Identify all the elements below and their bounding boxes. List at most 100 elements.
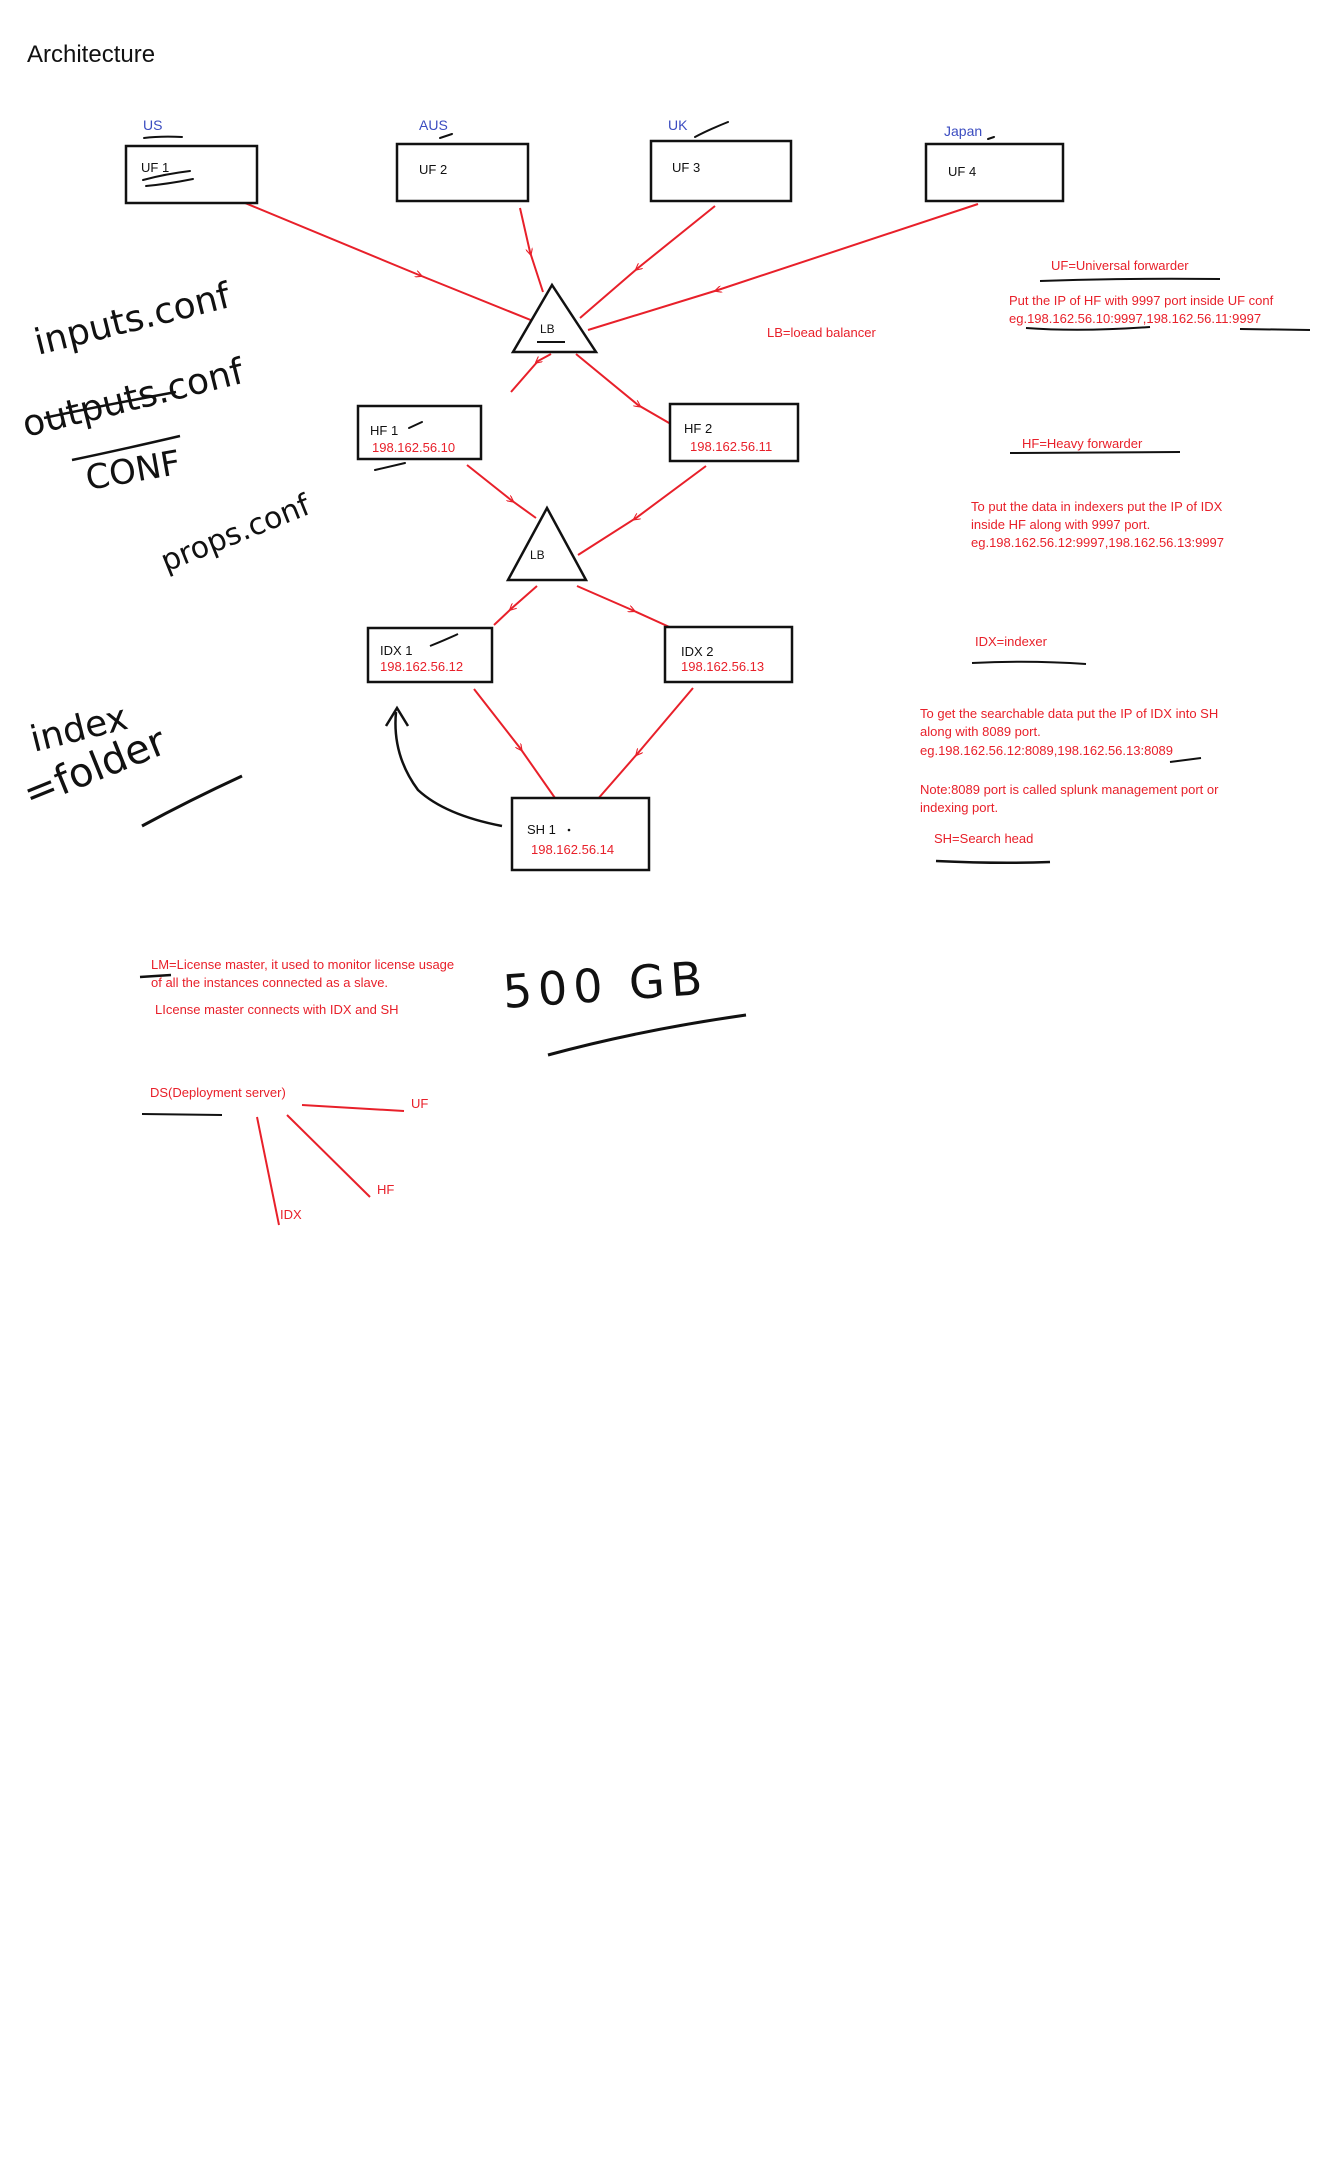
uf2-label: UF 2 [419,162,447,177]
note-uf-conf-underline-1 [1025,326,1151,331]
uf4-label: UF 4 [948,164,976,179]
idx2-node [663,625,794,684]
region-label-us: US [143,117,162,133]
edge-ds-idx [256,1116,280,1226]
hand-outputs-strike [43,390,177,420]
edge-uf1-lb1 [244,202,549,328]
uf4-node [924,142,1065,203]
note-lb-def: LB=loead balancer [767,325,876,340]
lb1-label: LB [540,322,555,336]
note-sh-def: SH=Search head [934,831,1033,846]
note-port-2: indexing port. [920,800,998,815]
lb1-node [510,282,599,354]
hand-500gb: 500 GB [501,951,710,1019]
note-ds-idx: IDX [280,1207,302,1222]
edge-lb2-idx1 [493,585,538,626]
region-label-aus: AUS [419,117,448,133]
sh-to-idx-arrow [394,711,503,828]
note-lm-1: LM=License master, it used to monitor li… [151,957,454,972]
note-sh-conf-underline [1169,757,1202,763]
note-idx-def: IDX=indexer [975,634,1048,649]
idx2-name: IDX 2 [681,644,714,659]
hf1-mark [408,421,423,429]
edge-uf4-lb1 [587,203,979,331]
hf2-name: HF 2 [684,421,712,436]
idx2-ip: 198.162.56.13 [681,659,764,674]
edge-uf3-lb1 [579,205,716,319]
note-hf-def-underline [1009,451,1181,454]
region-label-uk: UK [668,117,688,133]
note-ds-underline [141,1113,223,1116]
sh-to-idx-arrowhead [384,705,410,727]
region-uk-mark [694,121,729,138]
uf1-label: UF 1 [141,160,169,175]
hand-inputs-conf: inputs.conf [30,275,235,364]
hf2-node [668,402,800,463]
hand-500gb-underline [547,1013,747,1057]
sh1-ip: 198.162.56.14 [531,842,614,857]
hf2-ip: 198.162.56.11 [690,439,772,454]
hand-props-conf: props.conf [156,487,317,579]
sh1-dot [567,828,571,832]
hf1-node [356,404,483,461]
edge-idx2-sh [589,687,694,809]
page-title: Architecture [27,41,155,68]
uf1-underline [142,170,191,181]
idx1-name: IDX 1 [380,643,413,658]
hf1-ip: 198.162.56.10 [372,440,455,455]
note-hf-conf-1: To put the data in indexers put the IP o… [971,499,1223,514]
hand-folder-underline [141,774,243,828]
edge-ds-uf [301,1104,405,1112]
note-uf-def: UF=Universal forwarder [1051,258,1189,273]
edge-lb1-hf1 [510,353,552,393]
lb2-node [505,505,589,582]
edge-hf1-lb2 [466,464,537,519]
note-lm-underline [139,973,172,979]
hand-outputs-conf: outputs.conf [18,351,249,446]
note-lm-2: of all the instances connected as a slav… [151,975,388,990]
note-sh-def-underline [935,859,1051,865]
note-uf-def-underline [1039,277,1221,282]
note-hf-conf-3: eg.198.162.56.12:9997,198.162.56.13:9997 [971,535,1224,550]
note-ds-uf: UF [411,1096,428,1111]
edge-uf2-lb1 [519,207,544,293]
uf3-label: UF 3 [672,160,700,175]
note-ds: DS(Deployment server) [150,1085,286,1100]
idx1-ip: 198.162.56.12 [380,659,463,674]
uf1-node [124,144,259,205]
region-label-japan: Japan [944,123,982,139]
hand-conf: CONF [83,443,184,499]
hand-outputs-underline [71,434,181,462]
region-us-underline [143,135,183,139]
sh1-node [510,796,651,872]
note-idx-def-underline [971,660,1087,665]
note-sh-conf-3: eg.198.162.56.12:8089,198.162.56.13:8089 [920,743,1173,758]
hf1-name: HF 1 [370,423,398,438]
idx1-mark [429,633,459,647]
note-uf-conf-1: Put the IP of HF with 9997 port inside U… [1009,293,1274,308]
note-hf-def: HF=Heavy forwarder [1022,436,1143,451]
note-uf-conf-underline-2 [1239,328,1311,331]
note-uf-conf-2: eg.198.162.56.10:9997,198.162.56.11:9997 [1009,311,1261,326]
note-sh-conf-1: To get the searchable data put the IP of… [920,706,1218,721]
idx1-node [366,626,494,684]
edge-idx1-sh [473,688,563,809]
lb2-label: LB [530,548,545,562]
hf1-mark-2 [374,462,406,471]
uf3-node [649,139,793,203]
edge-lb1-hf2 [575,353,677,428]
note-sh-conf-2: along with 8089 port. [920,724,1041,739]
uf1-underline-2 [145,178,194,187]
uf2-node [395,142,530,203]
edge-hf2-lb2 [577,465,707,556]
note-lm-3: LIcense master connects with IDX and SH [155,1002,399,1017]
note-hf-conf-2: inside HF along with 9997 port. [971,517,1150,532]
edge-ds-hf [286,1114,371,1198]
edge-lb2-idx2 [576,585,677,631]
note-port-1: Note:8089 port is called splunk manageme… [920,782,1219,797]
region-aus-mark [439,133,453,139]
region-japan-mark [987,136,995,140]
sh1-name: SH 1 [527,822,556,837]
note-ds-hf: HF [377,1182,394,1197]
